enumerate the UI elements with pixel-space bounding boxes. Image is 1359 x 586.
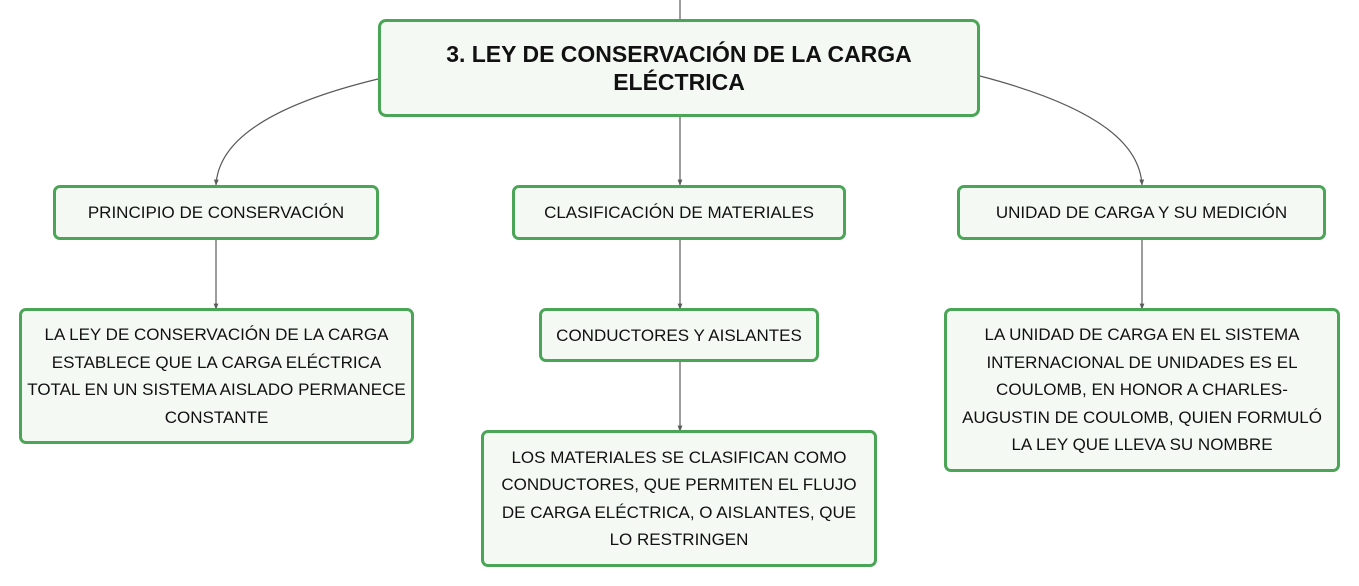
topic-principio-conservacion[interactable]: PRINCIPIO DE CONSERVACIÓN [53,185,379,240]
connector-root-to-unidad [979,75,1145,186]
subtopic-conductores-aislantes-label: CONDUCTORES Y AISLANTES [556,325,802,345]
root-topic[interactable]: 3. LEY DE CONSERVACIÓN DE LA CARGA ELÉCT… [378,19,980,117]
topic-principio-conservacion-label: PRINCIPIO DE CONSERVACIÓN [87,203,345,222]
subtopic-unidad-carga-desc[interactable]: LA UNIDAD DE CARGA EN EL SISTEMA INTERNA… [944,308,1340,472]
subtopic-conductores-aislantes[interactable]: CONDUCTORES Y AISLANTES [539,308,819,362]
topic-clasificacion-materiales-label: CLASIFICACIÓN DE MATERIALES [544,203,814,222]
subtopic-ley-conservacion-desc[interactable]: LA LEY DE CONSERVACIÓN DE LA CARGA ESTAB… [19,308,414,444]
topic-unidad-carga-label: UNIDAD DE CARGA Y SU MEDICIÓN [995,203,1288,222]
topic-unidad-carga[interactable]: UNIDAD DE CARGA Y SU MEDICIÓN [957,185,1326,240]
subtopic-materiales-desc[interactable]: LOS MATERIALES SE CLASIFICAN COMO CONDUC… [481,430,877,567]
root-topic-label: 3. LEY DE CONSERVACIÓN DE LA CARGA ELÉCT… [446,41,912,95]
subtopic-materiales-desc-text: LOS MATERIALES SE CLASIFICAN COMO CONDUC… [501,447,857,550]
topic-clasificacion-materiales[interactable]: CLASIFICACIÓN DE MATERIALES [512,185,846,240]
subtopic-unidad-carga-desc-text: LA UNIDAD DE CARGA EN EL SISTEMA INTERNA… [962,325,1322,455]
subtopic-ley-conservacion-desc-text: LA LEY DE CONSERVACIÓN DE LA CARGA ESTAB… [27,325,406,427]
connector-root-to-principio [213,78,379,186]
